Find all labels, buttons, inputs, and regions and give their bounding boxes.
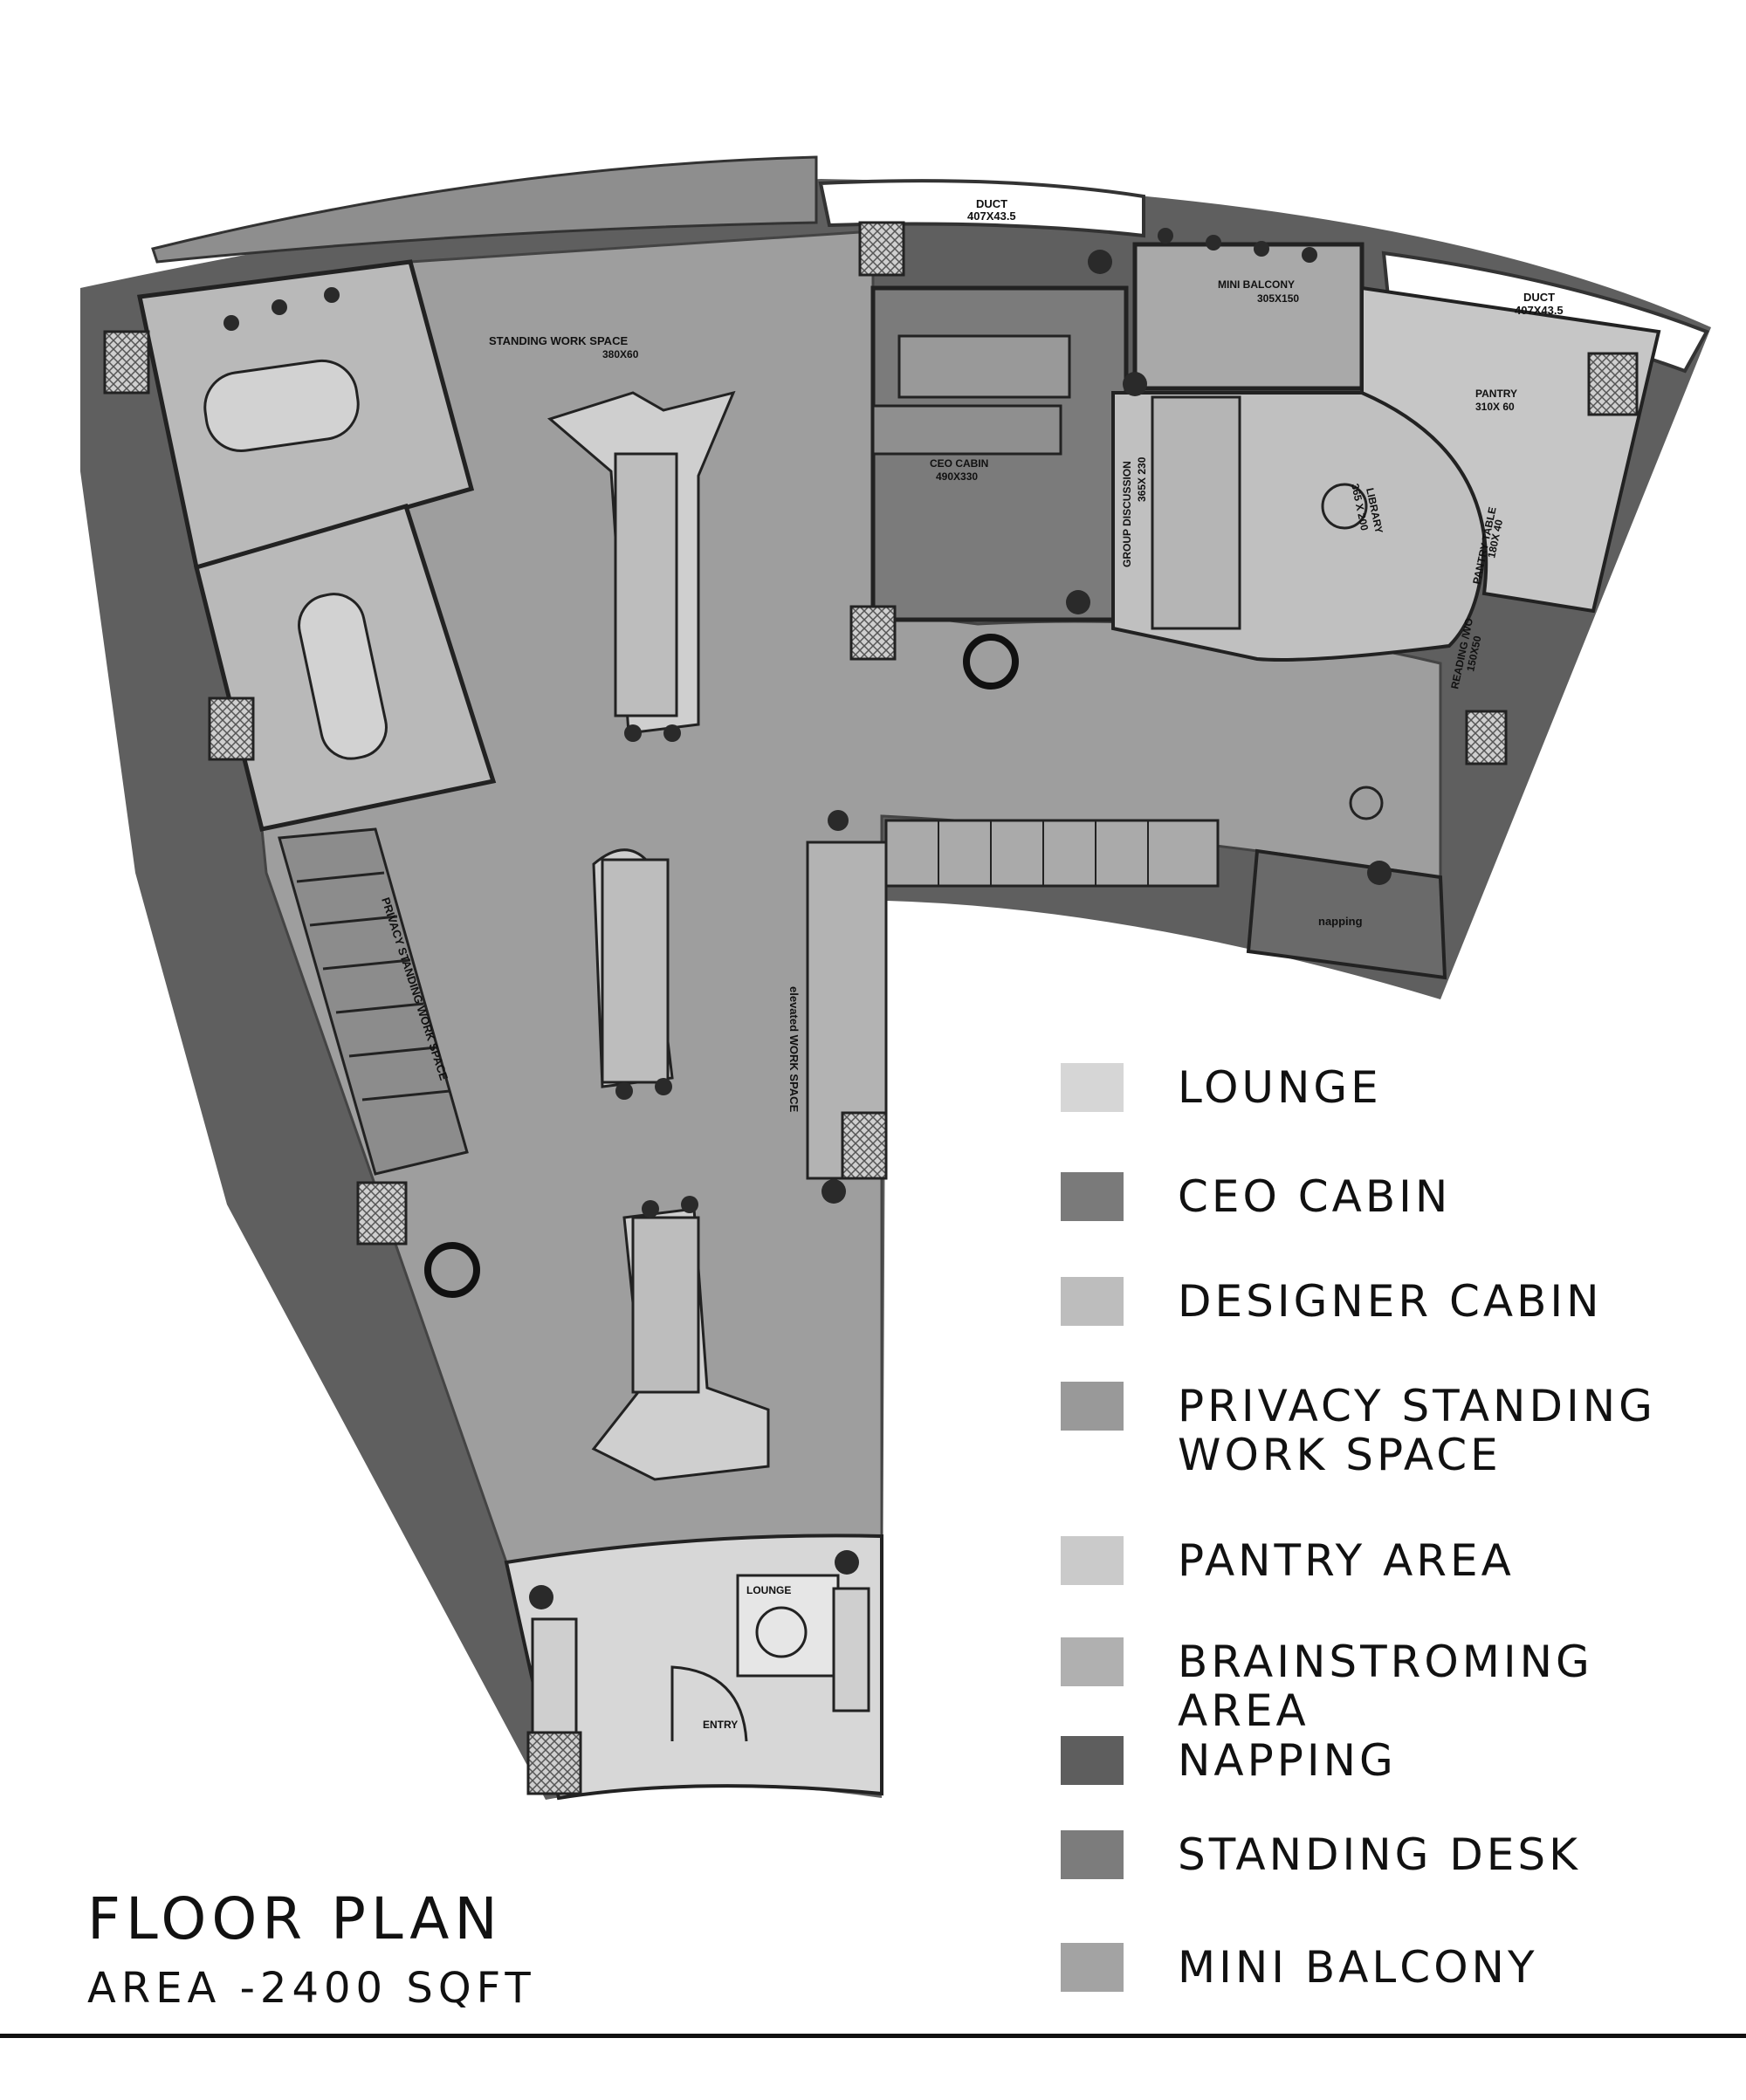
room-labels: STANDING WORK SPACE 380X60 DUCT 407X43.5… xyxy=(379,197,1564,1731)
library-shelf xyxy=(1151,395,1241,630)
label-napping: napping xyxy=(1318,915,1363,928)
label-pantry: PANTRY xyxy=(1475,388,1517,400)
legend-label: STANDING DESK xyxy=(1178,1829,1581,1880)
label-ceo-cabin-dim: 490X330 xyxy=(936,470,978,483)
label-duct-right-dim: 407X43.5 xyxy=(1515,304,1564,317)
columns xyxy=(103,221,1639,1795)
plan-title: FLOOR PLAN xyxy=(87,1885,503,1952)
ceo-desk xyxy=(897,334,1071,399)
legend-item-napping: NAPPING xyxy=(1061,1736,1397,1785)
legend-swatch xyxy=(1061,1172,1124,1221)
label-duct-top: DUCT xyxy=(976,197,1007,210)
legend-swatch xyxy=(1061,1736,1124,1785)
legend-label: PANTRY AREA xyxy=(1178,1535,1515,1586)
legend-item-designer-cabin: DESIGNER CABIN xyxy=(1061,1277,1603,1326)
legend-label: DESIGNER CABIN xyxy=(1178,1276,1603,1327)
legend-item-mini-balcony: MINI BALCONY xyxy=(1061,1943,1538,1992)
legend-swatch xyxy=(1061,1830,1124,1879)
label-standing-work-space: STANDING WORK SPACE xyxy=(489,334,628,347)
planters xyxy=(223,228,1392,1609)
workstation-cluster-bottom xyxy=(591,1207,770,1481)
label-duct-top-dim: 407X43.5 xyxy=(967,209,1016,223)
workstation-cluster-top xyxy=(546,390,736,735)
legend-item-ceo-cabin: CEO CABIN xyxy=(1061,1172,1451,1221)
legend-item-brainstorming-area: BRAINSTROMING AREA xyxy=(1061,1637,1742,1735)
label-lounge: LOUNGE xyxy=(746,1584,791,1596)
legend-swatch xyxy=(1061,1637,1124,1686)
label-pantry-dim: 310X 60 xyxy=(1475,401,1515,413)
ceo-sofa xyxy=(871,404,1062,456)
meeting-table-2 xyxy=(298,593,388,760)
legend-item-privacy-standing: PRIVACY STANDING WORK SPACE xyxy=(1061,1382,1656,1479)
mini-balcony-room xyxy=(1132,242,1364,391)
meeting-table-1 xyxy=(203,359,360,452)
label-mini-balcony: MINI BALCONY xyxy=(1218,278,1295,291)
workstation-cluster-mid xyxy=(592,848,674,1088)
legend-swatch xyxy=(1061,1382,1124,1431)
standing-desk-row xyxy=(884,819,1220,888)
legend-label: LOUNGE xyxy=(1178,1062,1382,1113)
legend-swatch xyxy=(1061,1943,1124,1992)
privacy-standing-strip xyxy=(278,827,469,1176)
label-duct-right: DUCT xyxy=(1523,291,1555,304)
legend-swatch xyxy=(1061,1536,1124,1585)
entry-door-swing xyxy=(670,1665,748,1742)
pantry-room xyxy=(1360,285,1661,614)
label-elevated: elevated WORK SPACE xyxy=(787,986,801,1113)
legend-label: CEO CABIN xyxy=(1178,1171,1452,1222)
legend-label: BRAINSTROMING AREA xyxy=(1178,1637,1593,1736)
bottom-rule xyxy=(0,2034,1746,2038)
privacy-booths xyxy=(296,871,450,1101)
legend-swatch xyxy=(1061,1277,1124,1326)
label-group-discussion-dim: 365X 230 xyxy=(1136,456,1148,502)
plan-area-subtitle: AREA -2400 SQFT xyxy=(87,1964,536,2013)
legend-label: NAPPING xyxy=(1178,1735,1397,1786)
legend-label: PRIVACY STANDING WORK SPACE xyxy=(1178,1381,1656,1480)
legend-label: MINI BALCONY xyxy=(1178,1942,1538,1993)
legend-item-standing-desk: STANDING DESK xyxy=(1061,1830,1581,1879)
legend-swatch xyxy=(1061,1063,1124,1112)
facade-strip-left xyxy=(151,155,818,264)
label-standing-work-space-dim: 380X60 xyxy=(602,348,639,360)
label-mini-balcony-dim: 305X150 xyxy=(1257,292,1299,305)
label-ceo-cabin: CEO CABIN xyxy=(930,457,988,470)
label-group-discussion: GROUP DISCUSSION xyxy=(1121,461,1133,567)
label-entry: ENTRY xyxy=(703,1719,738,1731)
legend-item-pantry-area: PANTRY AREA xyxy=(1061,1536,1515,1585)
legend-item-lounge: LOUNGE xyxy=(1061,1063,1382,1112)
